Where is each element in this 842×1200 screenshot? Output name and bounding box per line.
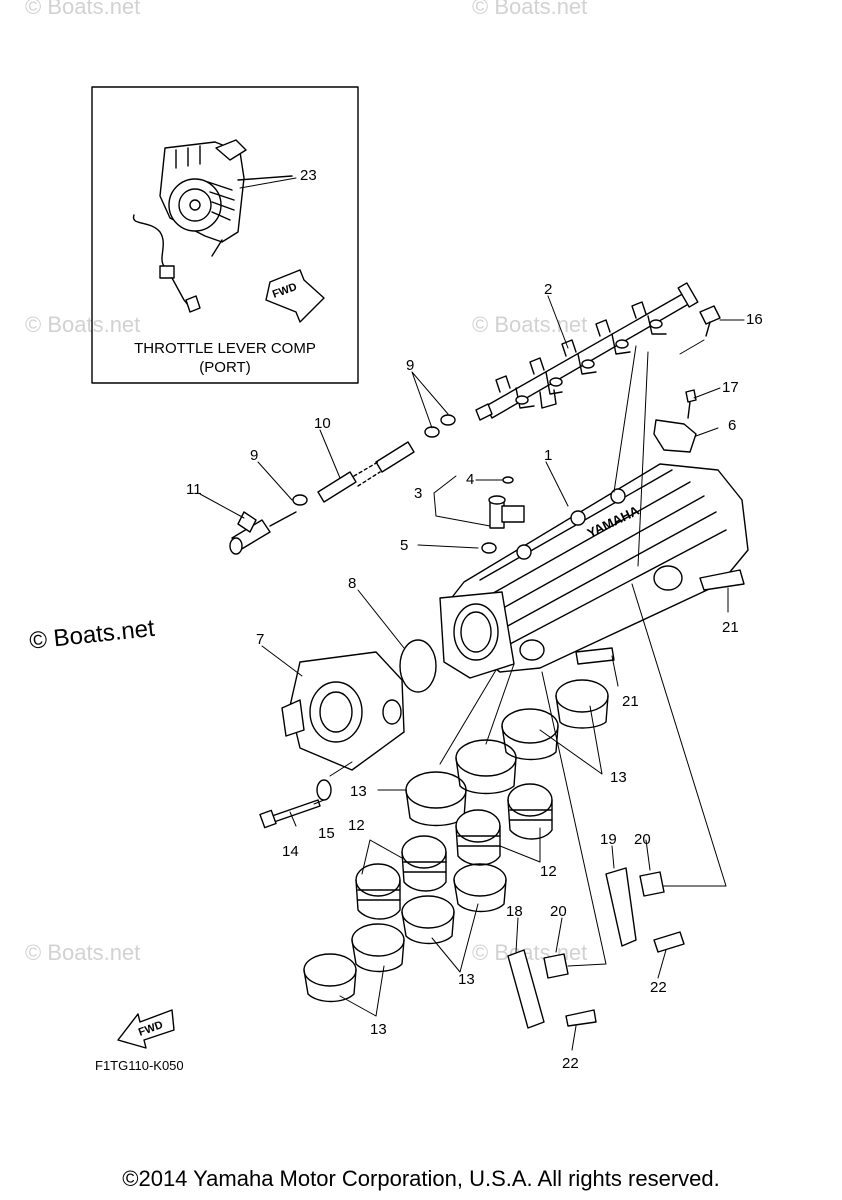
inset-subtitle: (PORT) [199,359,251,376]
callout-22: 22 [562,1055,579,1072]
callout-9: 9 [406,357,415,374]
callout-11: 11 [186,481,202,498]
throttle-lever-assembly [132,139,293,313]
callout-19: 19 [600,831,617,848]
callout-15: 15 [318,825,335,842]
fuel-hoses [292,414,456,506]
callout-9: 9 [250,447,259,464]
callout-20: 20 [550,903,567,920]
callout-8: 8 [348,575,357,592]
watermark: © Boats.net [25,312,141,337]
watermark: © Boats.net [472,940,588,965]
fuel-rail [475,282,699,421]
callout-13: 13 [370,1021,387,1038]
hose-clamps [303,679,609,1003]
inset-title: THROTTLE LEVER COMP [134,340,316,357]
callout-13: 13 [610,769,627,786]
copyright-footer: ©2014 Yamaha Motor Corporation, U.S.A. A… [122,1166,720,1191]
leader-lines [199,177,745,1051]
callout-13: 13 [458,971,475,988]
callout-23: 23 [300,167,317,184]
callout-6: 6 [728,417,737,434]
fwd-arrow [117,1009,175,1049]
watermark: © Boats.net [472,312,588,337]
callout-10: 10 [314,415,331,432]
throttle-bolt [259,779,332,829]
throttle-body [281,651,405,771]
callout-4: 4 [466,471,475,488]
intake-manifold [439,463,749,679]
callout-22: 22 [650,979,667,996]
o-ring [399,639,437,693]
fuel-joint [229,511,297,555]
callout-2: 2 [544,281,553,298]
callout-16: 16 [746,311,763,328]
watermark: © Boats.net [472,0,588,19]
diagram-code: F1TG110-K050 [95,1058,184,1073]
fuel-injector [481,476,525,554]
callout-20: 20 [634,831,651,848]
inset-frame [91,86,359,384]
callout-18: 18 [506,903,523,920]
callout-14: 14 [282,843,299,860]
callout-1: 1 [544,447,553,464]
callout-12: 12 [540,863,557,880]
callout-7: 7 [256,631,265,648]
mount-brackets [507,569,745,1029]
callout-3: 3 [414,485,423,502]
callout-12: 12 [348,817,365,834]
callout-17: 17 [722,379,739,396]
callout-21: 21 [722,619,739,636]
rubber-joints [355,783,553,920]
fwd-arrow-inset [265,269,325,323]
watermark: © Boats.net [25,0,141,19]
pressure-sensor [653,305,721,453]
watermark: © Boats.net [25,940,141,965]
assembly-lines [329,339,727,967]
callout-5: 5 [400,537,409,554]
callout-21: 21 [622,693,639,710]
callout-13: 13 [350,783,367,800]
